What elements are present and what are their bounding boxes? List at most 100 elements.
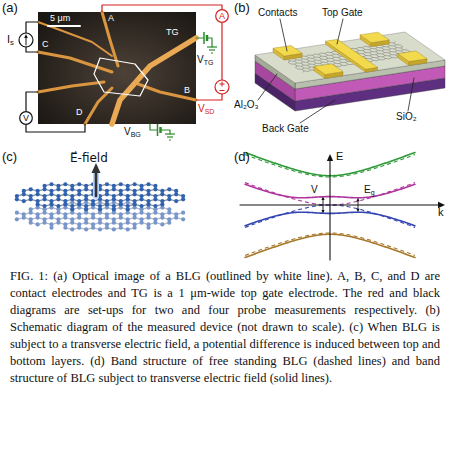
- atom: [15, 211, 19, 215]
- atom: [126, 197, 130, 201]
- atom: [98, 221, 102, 225]
- ground-symbol: [169, 139, 171, 140]
- atom: [126, 207, 130, 211]
- atom: [49, 226, 53, 230]
- atom: [146, 202, 150, 206]
- electrode-trace: [38, 22, 112, 56]
- wire: [221, 23, 222, 80]
- top-layer-atoms: [15, 182, 185, 211]
- atom: [77, 192, 81, 196]
- atom: [105, 202, 109, 206]
- subscript: g: [371, 189, 375, 196]
- meter-letter: A: [215, 9, 229, 23]
- scale-bar: [48, 25, 80, 27]
- subscript: TG: [204, 59, 214, 66]
- atom: [70, 207, 74, 211]
- electrode-trace: [138, 84, 196, 100]
- atom: [63, 192, 67, 196]
- leader-line: [337, 19, 343, 44]
- part-label: Al₂O₃: [234, 100, 259, 110]
- potential-label: V: [311, 185, 318, 195]
- axis-arrow-head: [327, 154, 333, 161]
- atom: [84, 207, 88, 211]
- top-layer-bonds: [17, 184, 183, 209]
- voltage-label: VSD: [198, 104, 214, 114]
- gate-label: TG: [166, 28, 179, 37]
- atom: [153, 211, 157, 215]
- part-label: SiO₂: [396, 112, 417, 122]
- ground-symbol: [167, 136, 173, 137]
- contact-label: D: [76, 108, 83, 117]
- ground-symbol: [209, 49, 215, 50]
- atom: [181, 217, 185, 221]
- atom: [153, 221, 157, 225]
- atom: [112, 207, 116, 211]
- source-label: Is: [7, 34, 14, 45]
- atom: [63, 202, 67, 206]
- atom: [160, 216, 164, 220]
- voltage-label: VTG: [197, 55, 213, 65]
- atom: [139, 187, 143, 191]
- atom: [126, 227, 130, 231]
- atom: [49, 216, 53, 220]
- wire: [26, 22, 38, 33]
- atom: [112, 207, 116, 211]
- atom: [36, 222, 40, 226]
- field-arrow-glow: [93, 172, 99, 196]
- atom: [139, 204, 143, 208]
- voltage-source-symbol: [215, 80, 229, 94]
- atom: [63, 182, 67, 186]
- scale-bar-label: 5 μm: [50, 14, 70, 23]
- contact-pad: [360, 32, 389, 43]
- atom: [112, 221, 116, 225]
- atom: [70, 207, 74, 211]
- panel-a-art: [19, 5, 229, 140]
- atom: [42, 197, 46, 201]
- atom: [91, 202, 95, 206]
- contact-pad: [314, 64, 343, 75]
- atom: [42, 187, 46, 191]
- atom: [42, 221, 46, 225]
- atom: [119, 192, 123, 196]
- atom: [29, 197, 33, 201]
- ammeter-symbol: A: [215, 9, 229, 23]
- ground-symbol: [207, 46, 217, 47]
- atom: [119, 202, 123, 206]
- atom: [70, 187, 74, 191]
- atom: [167, 221, 171, 225]
- atom: [105, 216, 109, 220]
- blg-outline: [94, 58, 148, 96]
- atom: [84, 227, 88, 231]
- atom: [77, 202, 81, 206]
- current-arrow-head: [24, 34, 28, 38]
- atom: [70, 227, 74, 231]
- atom: [84, 187, 88, 191]
- atom: [49, 192, 53, 196]
- atom: [56, 221, 60, 225]
- atom: [139, 197, 143, 201]
- atom: [22, 192, 26, 196]
- atom: [153, 197, 157, 201]
- atom: [146, 216, 150, 220]
- wire: [26, 47, 38, 52]
- figure-caption: FIG. 1: (a) Optical image of a BLG (outl…: [10, 268, 440, 387]
- contact-label: C: [42, 40, 49, 49]
- field-arrow: [95, 172, 98, 196]
- contact-label: A: [108, 14, 114, 23]
- atom: [77, 202, 81, 206]
- atom: [146, 202, 150, 206]
- atom: [15, 217, 19, 221]
- atom: [139, 211, 143, 215]
- optical-image: [38, 12, 196, 124]
- panel-label: (a): [2, 1, 18, 14]
- atom: [167, 197, 171, 201]
- atom: [153, 187, 157, 191]
- atom: [70, 221, 74, 225]
- atom: [56, 204, 60, 208]
- atom: [181, 211, 185, 215]
- voltmeter-symbol: V: [19, 111, 33, 125]
- subscript: BG: [131, 131, 141, 138]
- wire: [208, 38, 213, 47]
- atom: [49, 202, 53, 206]
